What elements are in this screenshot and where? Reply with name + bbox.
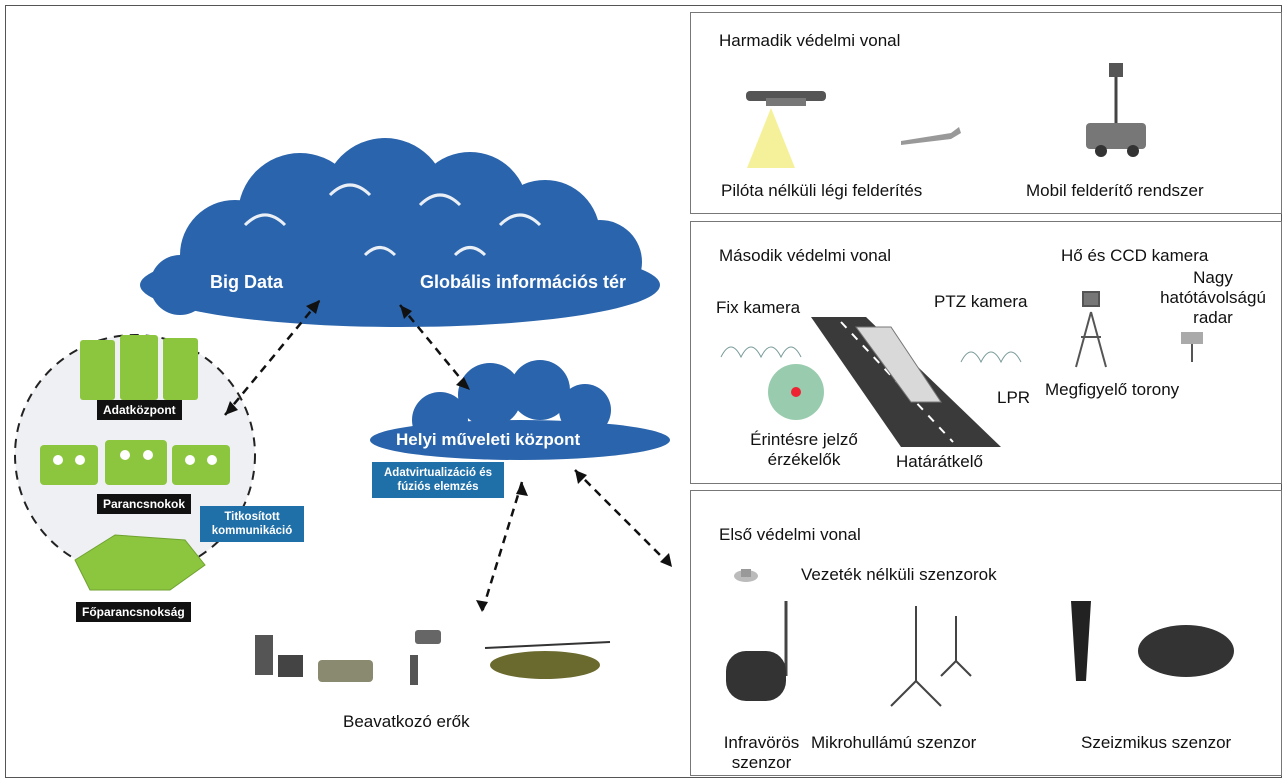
thermal-camera-label: Hő és CCD kamera <box>1061 246 1209 265</box>
panel-title: Második védelmi vonal <box>719 246 891 265</box>
lpr-label: LPR <box>997 388 1031 407</box>
wireless-sensors-label: Vezeték nélküli szenzorok <box>801 565 997 584</box>
microwave-sensor-label: Mikrohullámú szenzor <box>811 733 977 752</box>
panel-second-line: Második védelmi vonal Hő és CCD kamera N… <box>690 221 1282 484</box>
datacenter-icon <box>80 335 198 400</box>
headquarters-tag: Főparancsnokság <box>76 602 191 622</box>
datacenter-tag: Adatközpont <box>97 400 182 420</box>
local-cloud-shape <box>370 360 670 460</box>
panel-title: Első védelmi vonal <box>719 525 861 544</box>
plane-icon <box>901 127 961 145</box>
big-data-label: Big Data <box>210 272 284 292</box>
mobile-recon-label: Mobil felderítő rendszer <box>1026 181 1204 200</box>
data-virtualization-tag: Adatvirtualizáció és fúziós elemzés <box>372 462 504 498</box>
second-line-graphics <box>720 291 1203 447</box>
commanders-tag: Parancsnokok <box>97 494 192 514</box>
border-road-icon <box>811 317 1001 447</box>
local-ops-center-label: Helyi műveleti központ <box>396 430 581 449</box>
intervention-forces-label: Beavatkozó erők <box>343 712 470 731</box>
border-crossing-label: Határátkelő <box>896 452 983 471</box>
observation-tower-label: Megfigyelő torony <box>1045 380 1180 399</box>
touch-sensors-label: Érintésre jelző érzékelők <box>750 430 858 469</box>
panel-title: Harmadik védelmi vonal <box>719 31 901 50</box>
fix-camera-label: Fix kamera <box>716 298 801 317</box>
fence-icon <box>720 346 1022 364</box>
wireless-sensor-icon <box>734 569 758 582</box>
radar-icon <box>1181 332 1203 362</box>
headquarters-icon <box>74 534 206 591</box>
infrared-sensor-label: Infravörös szenzor <box>723 733 800 772</box>
seismic-sensor-icon <box>1071 601 1234 681</box>
big-cloud-shape <box>140 138 660 327</box>
commanders-icon <box>40 440 230 485</box>
panel-third-line: Harmadik védelmi vonal Pilóta nélküli lé… <box>690 12 1282 214</box>
intervention-forces-icons <box>255 630 611 685</box>
uav-icon <box>746 91 826 168</box>
ptz-camera-label: PTZ kamera <box>934 292 1028 311</box>
panel-first-line: Első védelmi vonal Vezeték nélküli szenz… <box>690 490 1282 776</box>
long-range-radar-label: Nagy hatótávolságú radar <box>1160 268 1266 327</box>
uav-label: Pilóta nélküli légi felderítés <box>721 181 923 200</box>
first-line-graphics <box>726 569 1234 707</box>
connection-arrows <box>224 299 673 613</box>
mobile-vehicle-icon <box>1086 63 1146 157</box>
third-line-graphics <box>746 63 1146 168</box>
global-info-space-label: Globális információs tér <box>420 272 627 292</box>
microwave-sensor-icon <box>890 606 972 707</box>
seismic-sensor-label: Szeizmikus szenzor <box>1081 733 1232 752</box>
tower-icon <box>1075 291 1107 368</box>
infrared-sensor-icon <box>726 601 788 701</box>
encrypted-comm-tag: Titkosított kommunikáció <box>200 506 304 542</box>
